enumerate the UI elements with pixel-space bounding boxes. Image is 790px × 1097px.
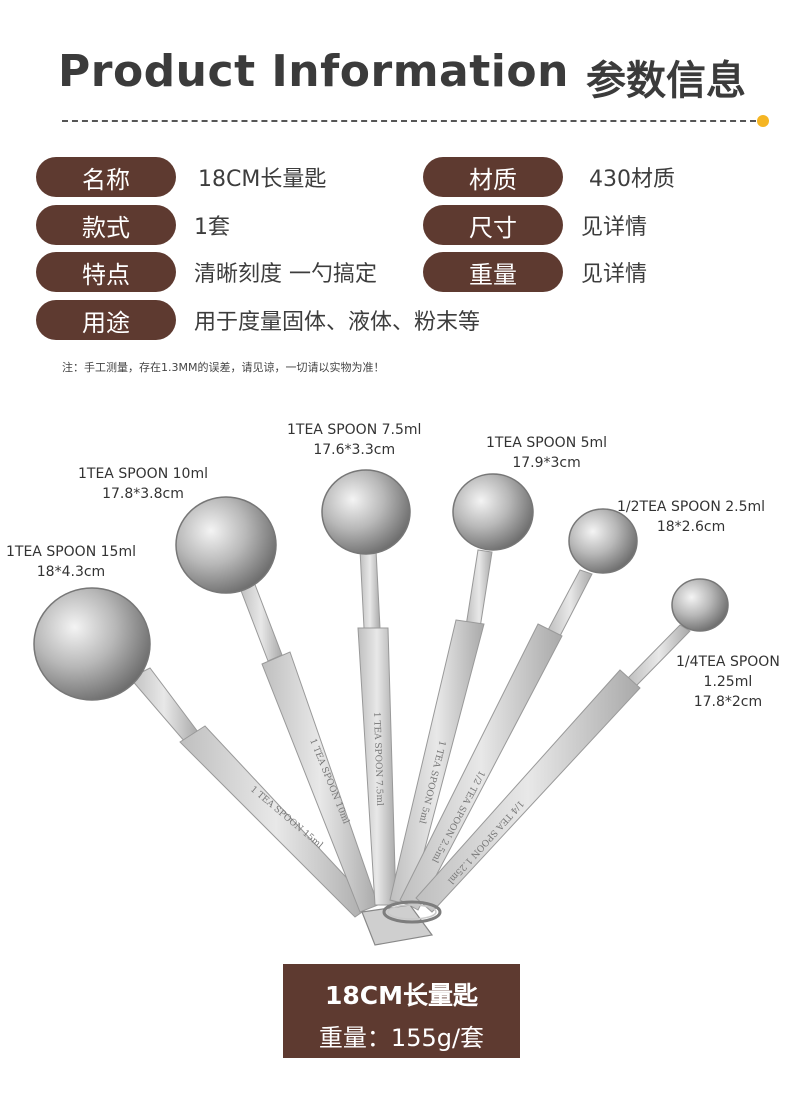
spoon-name: 1TEA SPOON 7.5ml (287, 422, 422, 438)
spec-value: 1套 (194, 215, 230, 240)
spec-value: 见详情 (581, 262, 648, 287)
spoon-size: 17.6*3.3cm (313, 442, 396, 458)
spoon-size: 18*2.6cm (656, 519, 726, 535)
spoon-15ml: 1 TEA SPOON 15ml (33, 587, 373, 918)
spec-label-pill: 用途 (36, 300, 176, 340)
spec-row-size: 尺寸 见详情 (423, 204, 647, 246)
spoon-label-1-25ml: 1/4TEA SPOON 1.25ml 17.8*2cm (676, 652, 780, 712)
spoon-name: 1/2TEA SPOON 2.5ml (617, 499, 766, 515)
spoon-label-5ml: 1TEA SPOON 5ml 17.9*3cm (486, 433, 607, 473)
spoon-engraving: 1 TEA SPOON 7.5ml (371, 712, 384, 806)
spec-label-pill: 名称 (36, 157, 176, 197)
spoon-size: 18*4.3cm (36, 564, 106, 580)
spec-label-pill: 重量 (423, 252, 563, 292)
spec-label-pill: 材质 (423, 157, 563, 197)
spoon-capacity: 1.25ml (703, 674, 753, 690)
page-title-english: Product Information (58, 46, 569, 97)
measuring-spoons-illustration: 1 TEA SPOON 15ml 1 TEA SPOON 10ml 1 TEA … (33, 469, 729, 946)
key-ring (361, 900, 442, 946)
accent-dot (757, 115, 769, 127)
spec-row-name: 名称 18CM长量匙 (36, 156, 326, 198)
spoon-size: 17.9*3cm (512, 455, 581, 471)
spoon-7-5ml: 1 TEA SPOON 7.5ml (321, 469, 411, 906)
spec-value: 用于度量固体、液体、粉末等 (194, 310, 481, 335)
spoon-label-2-5ml: 1/2TEA SPOON 2.5ml 18*2.6cm (617, 497, 765, 537)
spec-row-material: 材质 430材质 (423, 156, 675, 198)
disclaimer-note: 注：手工测量，存在1.3MM的误差，请见谅，一切请以实物为准！ (62, 361, 385, 374)
banner-product-name: 18CM长量匙 (324, 981, 478, 1010)
spec-row-feature: 特点 清晰刻度 一勺搞定 (36, 251, 377, 293)
spec-value: 430材质 (589, 167, 675, 192)
banner-product-weight: 重量：155g/套 (318, 1024, 485, 1052)
spec-value: 18CM长量匙 (198, 167, 327, 192)
spoon-name: 1TEA SPOON 10ml (78, 466, 208, 482)
spoon-size: 17.8*2cm (693, 694, 763, 710)
spoon-label-15ml: 1TEA SPOON 15ml 18*4.3cm (6, 542, 136, 582)
spec-value: 清晰刻度 一勺搞定 (194, 262, 377, 287)
spoon-label-7-5ml: 1TEA SPOON 7.5ml 17.6*3.3cm (287, 420, 421, 460)
dashed-divider (62, 120, 756, 122)
spec-label-pill: 特点 (36, 252, 176, 292)
product-banner: 18CM长量匙 重量：155g/套 (283, 964, 520, 1058)
spoon-10ml: 1 TEA SPOON 10ml (175, 496, 379, 913)
spec-label-pill: 款式 (36, 205, 176, 245)
spec-row-weight: 重量 见详情 (423, 251, 647, 293)
spoon-name: 1TEA SPOON 5ml (486, 435, 608, 451)
spoon-name: 1/4TEA SPOON (676, 654, 780, 670)
page-title-chinese: 参数信息 (586, 58, 746, 104)
spec-row-style: 款式 1套 (36, 204, 230, 246)
spoon-name: 1TEA SPOON 15ml (6, 544, 136, 560)
spec-label-pill: 尺寸 (423, 205, 563, 245)
spoon-label-10ml: 1TEA SPOON 10ml 17.8*3.8cm (78, 464, 208, 504)
spec-row-usage: 用途 用于度量固体、液体、粉末等 (36, 299, 480, 341)
spec-value: 见详情 (581, 215, 648, 240)
spoon-size: 17.8*3.8cm (102, 486, 184, 502)
